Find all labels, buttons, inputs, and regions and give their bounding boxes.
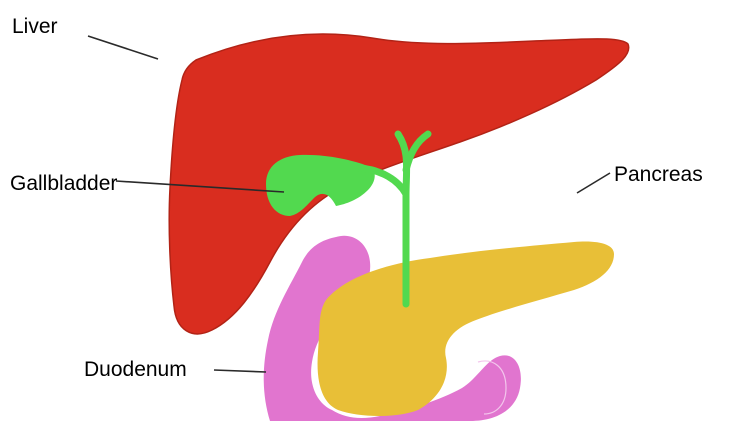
liver-label: Liver — [12, 15, 58, 38]
liver-leader-line — [88, 36, 158, 59]
gallbladder-label: Gallbladder — [10, 172, 117, 195]
duodenum-label: Duodenum — [84, 358, 187, 381]
gallbladder-shape — [266, 155, 375, 216]
pancreas-label: Pancreas — [614, 163, 703, 186]
pancreas-leader-line — [577, 173, 610, 193]
duodenum-leader-line — [214, 370, 266, 372]
